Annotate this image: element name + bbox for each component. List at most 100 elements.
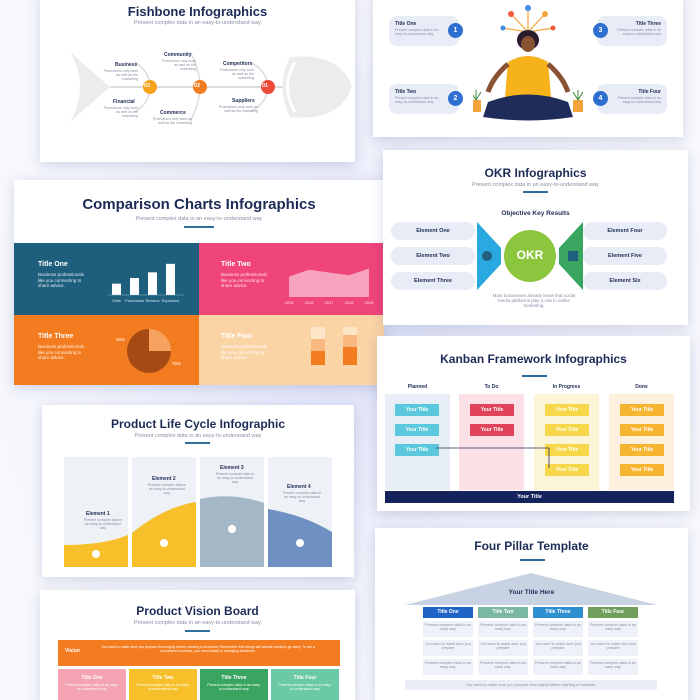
kanban-col-inprogress-header: In Progress	[552, 384, 581, 390]
okr-card[interactable]: OKR Infographics Present complex data in…	[383, 150, 688, 325]
bar-label-2: Returns	[145, 298, 159, 303]
vision-title: Product Vision Board	[136, 604, 259, 618]
title-underline	[520, 559, 545, 561]
vision-card[interactable]: Product Vision Board Present complex dat…	[40, 590, 355, 700]
okr-right-label-1: Element Four	[607, 228, 643, 234]
bar-label-3: Expenses	[162, 298, 180, 303]
pillar-cell: Present complex data in an easy way	[478, 659, 528, 675]
okr-left-label-3: Element Three	[414, 278, 452, 284]
fish-desc: Promotions only work as well as the mark…	[103, 69, 138, 82]
vision-column-desc: Present complex data in an easy-to-under…	[65, 683, 119, 692]
kanban-card[interactable]: Kanban Framework Infographics Planned To…	[377, 336, 690, 511]
title-two-desc: Present complex data in an easy-to-under…	[395, 96, 439, 105]
okr-title: OKR Infographics	[484, 166, 587, 180]
pillar-header: Title Three	[533, 607, 583, 618]
vision-column-title: Title Four	[293, 675, 317, 681]
number-2: 2	[453, 95, 458, 102]
kanban-card[interactable]: Your Title	[620, 464, 664, 476]
pillar-cell: You want to make sure you prepare	[478, 640, 528, 656]
kanban-footer-label: Your Title	[517, 494, 542, 500]
comparison-title: Comparison Charts Infographics	[82, 196, 316, 213]
vision-column-title: Title Three	[221, 675, 247, 681]
title-underline	[184, 226, 214, 228]
title-one-box: Title One Present complex data in an eas…	[389, 16, 463, 46]
kanban-card[interactable]: Your Title	[620, 404, 664, 416]
comparison-subtitle: Present complex data in an easy-to-under…	[135, 216, 263, 222]
quadrant-one: Title One Business professionals like yo…	[14, 243, 199, 315]
okr-right-pill-3[interactable]: Element Six	[583, 272, 667, 290]
fish-label-business: Business	[115, 62, 138, 68]
pillar-cell: You want to make sure you prepare	[588, 640, 638, 656]
pie-label-0: 25%	[116, 337, 125, 342]
pillar-card[interactable]: Four Pillar Template Your Title Here Tit…	[375, 528, 688, 700]
kanban-card[interactable]: Your Title	[545, 444, 589, 456]
plc-desc-3: Present complex data in an easy-to-under…	[215, 472, 255, 485]
pillar-cell: You want to make sure you prepare	[423, 640, 473, 656]
vision-band-text: You want to make sure you prepare thorou…	[100, 645, 316, 654]
okr-left-pill-2[interactable]: Element Two	[391, 247, 475, 265]
okr-right-pill-1[interactable]: Element Four	[583, 222, 667, 240]
pillar-cell: Present complex data in an easy way	[533, 659, 583, 675]
okr-right-pill-2[interactable]: Element Five	[583, 247, 667, 265]
q2-desc: Business professionals like you connecti…	[221, 272, 268, 288]
title-four-desc: Present complex data in an easy-to-under…	[617, 96, 661, 105]
okr-right-label-2: Element Five	[608, 253, 642, 259]
kanban-card[interactable]: Your Title	[470, 404, 514, 416]
okr-subtitle: Present complex data in an easy-to-under…	[472, 182, 599, 188]
kanban-card[interactable]: Your Title	[470, 424, 514, 436]
area-series	[289, 268, 369, 297]
kanban-card[interactable]: Your Title	[395, 404, 439, 416]
title-underline	[522, 375, 547, 377]
meditation-card[interactable]: Title One Present complex data in an eas…	[373, 0, 683, 137]
pillar-cell: Present complex data in an easy way	[588, 659, 638, 675]
title-two-box: Title Two Present complex data in an eas…	[389, 84, 463, 114]
fish-desc: Promotions only work as well as the mark…	[103, 106, 138, 119]
kanban-card[interactable]: Your Title	[395, 424, 439, 436]
bar-3	[166, 263, 175, 295]
okr-center-label: OKR	[516, 248, 544, 262]
kanban-card[interactable]: Your Title	[545, 464, 589, 476]
vision-subtitle: Present complex data in an easy-to-under…	[134, 620, 261, 626]
pillar-header: Title Two	[478, 607, 528, 618]
kanban-card[interactable]: Your Title	[620, 444, 664, 456]
fish-label-competitors: Competitors	[223, 61, 253, 67]
pillar-cell: Present complex data in an easy way	[478, 621, 528, 637]
fish-label-community: Community	[164, 52, 192, 58]
pillar-roof-title: Your Title Here	[508, 589, 555, 596]
fishbone-title: Fishbone Infographics	[127, 4, 268, 19]
number-4-badge: 4	[593, 91, 608, 106]
area-year-2: 2017	[325, 300, 335, 305]
okr-left-pill-1[interactable]: Element One	[391, 222, 475, 240]
bar-0	[112, 283, 121, 295]
area-year-0: 2015	[285, 300, 295, 305]
kanban-card[interactable]: Your Title	[545, 424, 589, 436]
kanban-card[interactable]: Your Title	[545, 404, 589, 416]
plc-element-2: Element 2	[152, 476, 176, 482]
q3-title: Title Three	[38, 333, 74, 340]
area-year-1: 2016	[305, 300, 315, 305]
kanban-card[interactable]: Your Title	[620, 424, 664, 436]
kanban-title: Kanban Framework Infographics	[440, 352, 627, 366]
fish-desc: Promotions only work as well as the mark…	[219, 68, 254, 81]
comparison-card[interactable]: Comparison Charts Infographics Present c…	[14, 180, 384, 385]
plc-card[interactable]: Product Life Cycle Infographic Present c…	[42, 405, 354, 577]
vision-band-label: Vision	[65, 648, 80, 654]
pie-slice-1	[127, 329, 171, 373]
fishbone-card[interactable]: Fishbone Infographics Present complex da…	[40, 0, 355, 162]
pillar-cell: Present complex data in an easy way	[423, 621, 473, 637]
pillar-header: Title Four	[588, 607, 638, 618]
okr-left-pill-3[interactable]: Element Three	[391, 272, 475, 290]
fish-num-2: 02	[194, 83, 201, 89]
title-four-label: Title Four	[638, 89, 661, 95]
fish-label-financial: Financial	[113, 99, 135, 105]
pillar-cell: Present complex data in an easy way	[588, 621, 638, 637]
kanban-col-planned-header: Planned	[407, 384, 428, 390]
title-underline	[523, 191, 548, 193]
vision-column-desc: Present complex data in an easy-to-under…	[278, 683, 332, 692]
kanban-card[interactable]: Your Title	[395, 444, 439, 456]
